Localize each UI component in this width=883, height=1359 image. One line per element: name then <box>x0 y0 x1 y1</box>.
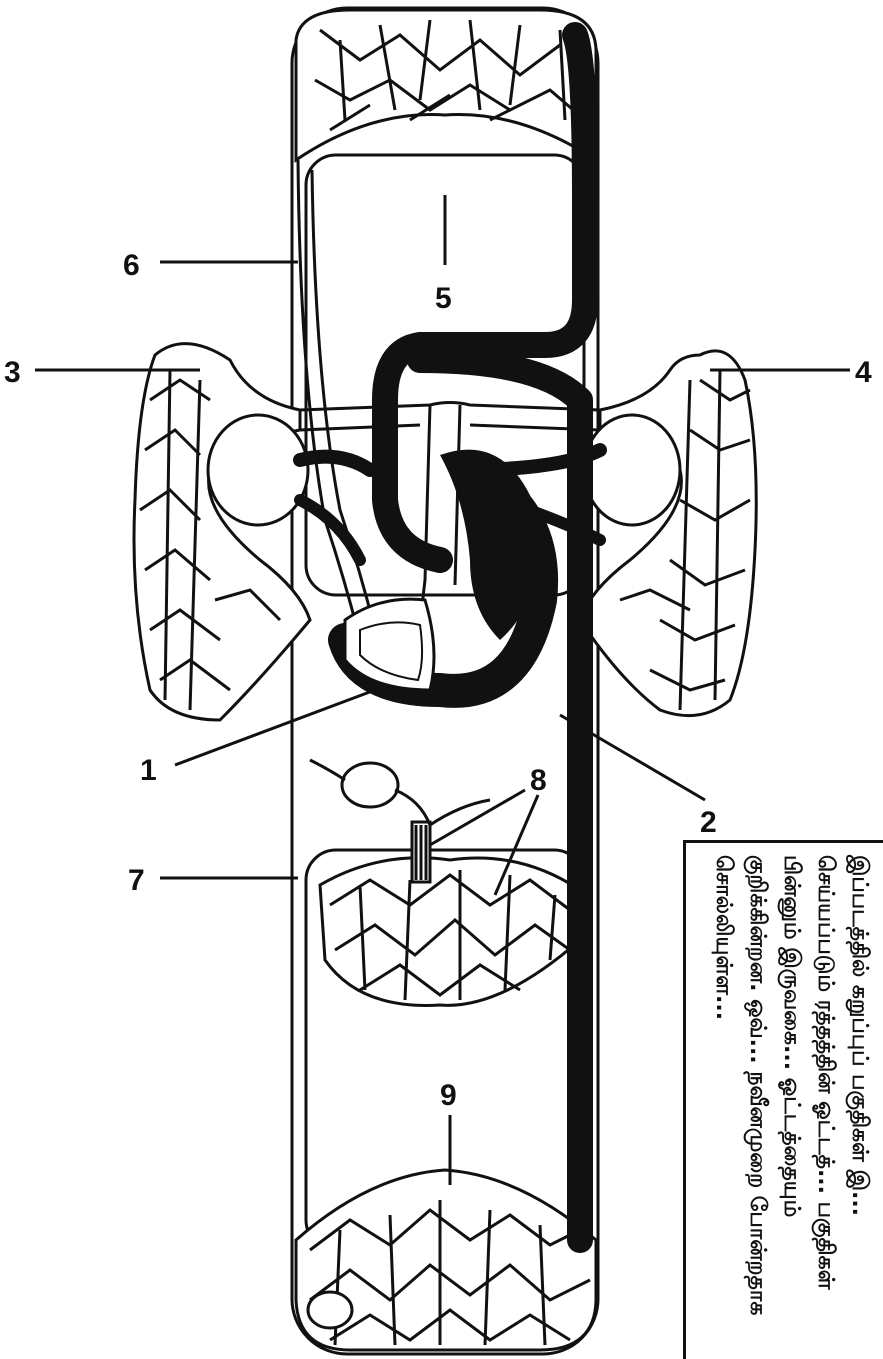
label-9: 9 <box>440 1079 457 1112</box>
label-8: 8 <box>530 764 547 797</box>
label-7: 7 <box>128 864 145 897</box>
label-6: 6 <box>123 249 140 282</box>
left-lung <box>134 344 310 720</box>
label-5: 5 <box>435 282 452 315</box>
right-lung <box>580 351 756 716</box>
caption-text: இப்படத்தில் கறுப்புப் பகுதிகள் இ... செய்… <box>706 855 876 1355</box>
upper-capillary-bed <box>296 10 596 160</box>
label-2: 2 <box>700 806 717 839</box>
caption-box: இப்படத்தில் கறுப்புப் பகுதிகள் இ... செய்… <box>683 840 883 1359</box>
label-1: 1 <box>140 754 157 787</box>
label-4: 4 <box>855 356 872 389</box>
label-3: 3 <box>4 356 21 389</box>
lower-capillary-bed <box>296 1170 596 1350</box>
